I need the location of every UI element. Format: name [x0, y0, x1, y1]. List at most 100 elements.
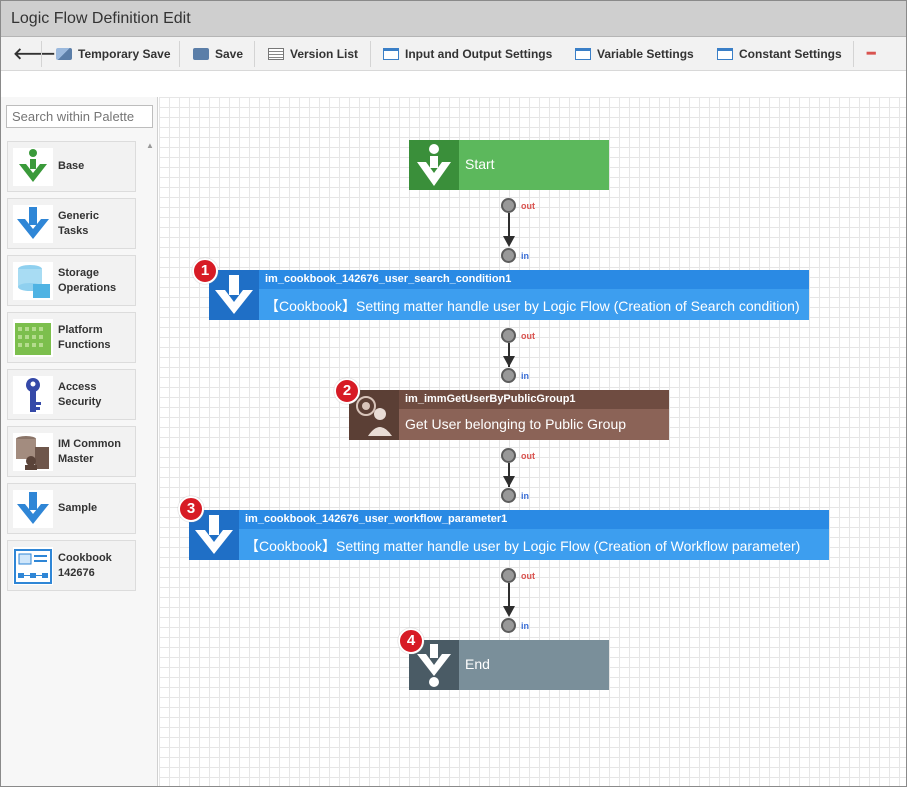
base-icon [13, 148, 53, 186]
task-id: im_cookbook_142676_user_search_condition… [259, 270, 809, 289]
master-icon [13, 433, 53, 471]
platform-icon [13, 319, 53, 357]
temporary-save-icon [56, 47, 72, 60]
task-label: 【Cookbook】Setting matter handle user by … [245, 538, 801, 554]
save-icon [193, 47, 209, 60]
palette-item-im-common-master[interactable]: IM Common Master [7, 426, 136, 477]
title-bar: Logic Flow Definition Edit [1, 1, 906, 37]
flow-canvas[interactable]: Start out in im_cookbook_142676_user_sea… [159, 97, 906, 786]
temporary-save-button[interactable]: Temporary Save [56, 37, 171, 70]
io-settings-button[interactable]: Input and Output Settings [383, 37, 552, 70]
arrow-down-icon [503, 356, 515, 367]
key-icon [13, 376, 53, 414]
toolbar-divider [41, 41, 42, 67]
out-port[interactable] [501, 448, 516, 463]
task-node-workflow-parameter[interactable]: im_cookbook_142676_user_workflow_paramet… [189, 510, 829, 560]
step-badge: 4 [398, 628, 424, 654]
sample-icon [13, 490, 53, 528]
palette-item-label: Generic Tasks [58, 209, 99, 237]
end-label: End [465, 656, 490, 672]
in-port[interactable] [501, 488, 516, 503]
toolbar: 🡐 Temporary Save Save Version List Input… [1, 37, 906, 71]
task-id: im_cookbook_142676_user_workflow_paramet… [239, 510, 829, 529]
toolbar-divider [370, 41, 371, 67]
palette-item-label: Sample [58, 502, 98, 514]
palette-item-platform[interactable]: Platform Functions [7, 312, 136, 363]
variable-settings-button[interactable]: Variable Settings [575, 37, 694, 70]
palette-item-label: IM Common Master [58, 437, 121, 465]
constant-settings-button[interactable]: Constant Settings [717, 37, 842, 70]
task-label: 【Cookbook】Setting matter handle user by … [265, 298, 800, 314]
start-icon [409, 140, 459, 190]
arrow-down-icon [503, 606, 515, 617]
palette-item-label: Cookbook 142676 [58, 551, 112, 579]
in-port[interactable] [501, 248, 516, 263]
end-node[interactable]: End [409, 640, 609, 690]
start-label: Start [465, 156, 495, 172]
save-label: Save [215, 46, 244, 61]
out-port[interactable] [501, 568, 516, 583]
connector-line [508, 583, 510, 607]
task-id: im_immGetUserByPublicGroup1 [399, 390, 669, 409]
arrow-down-icon [503, 236, 515, 247]
window-icon [717, 47, 733, 60]
out-port-label: out [521, 571, 535, 581]
scroll-up-icon[interactable]: ▲ [146, 141, 154, 150]
out-port-label: out [521, 331, 535, 341]
toolbar-divider [254, 41, 255, 67]
palette-item-access-security[interactable]: Access Security [7, 369, 136, 420]
task-label: Get User belonging to Public Group [405, 416, 627, 432]
task-arrow-icon [209, 270, 259, 320]
connector-line [508, 463, 510, 487]
start-node[interactable]: Start [409, 140, 609, 190]
window-title: Logic Flow Definition Edit [11, 10, 191, 27]
variable-settings-label: Variable Settings [597, 46, 694, 61]
toolbar-divider [179, 41, 180, 67]
palette-item-storage[interactable]: Storage Operations [7, 255, 136, 306]
back-arrow-icon: 🡐 [13, 46, 56, 63]
io-settings-label: Input and Output Settings [405, 46, 553, 61]
in-port-label: in [521, 251, 529, 261]
palette-item-cookbook[interactable]: Cookbook 142676 [7, 540, 136, 591]
temporary-save-label: Temporary Save [78, 46, 171, 61]
minus-icon: ━ [867, 45, 876, 61]
in-port-label: in [521, 621, 529, 631]
palette-sidebar: ▲ Base Generic Tasks Storage Operations … [1, 97, 158, 786]
version-list-label: Version List [290, 46, 359, 61]
constant-settings-label: Constant Settings [739, 46, 842, 61]
version-list-button[interactable]: Version List [268, 37, 358, 70]
connector-line [508, 343, 510, 367]
storage-icon [13, 262, 53, 300]
window-icon [575, 47, 591, 60]
close-button[interactable]: ━ [867, 37, 875, 70]
out-port[interactable] [501, 198, 516, 213]
step-badge: 1 [192, 258, 218, 284]
task-node-get-user[interactable]: im_immGetUserByPublicGroup1 Get User bel… [349, 390, 669, 440]
arrow-down-icon [503, 476, 515, 487]
connector-line [508, 213, 510, 237]
task-node-search-condition[interactable]: im_cookbook_142676_user_search_condition… [209, 270, 809, 320]
in-port[interactable] [501, 618, 516, 633]
in-port-label: in [521, 491, 529, 501]
palette-item-base[interactable]: Base [7, 141, 136, 192]
palette-item-label: Access Security [58, 380, 102, 408]
back-button[interactable]: 🡐 [13, 37, 56, 70]
toolbar-divider [853, 41, 854, 67]
palette-item-generic-tasks[interactable]: Generic Tasks [7, 198, 136, 249]
generic-tasks-icon [13, 205, 53, 243]
palette-item-label: Storage Operations [58, 266, 117, 294]
palette-item-label: Platform Functions [58, 323, 111, 351]
version-list-icon [268, 47, 284, 60]
in-port-label: in [521, 371, 529, 381]
window-icon [383, 47, 399, 60]
cookbook-icon [13, 547, 53, 585]
step-badge: 2 [334, 378, 360, 404]
palette-item-label: Base [58, 160, 85, 172]
step-badge: 3 [178, 496, 204, 522]
save-button[interactable]: Save [193, 37, 243, 70]
palette-item-sample[interactable]: Sample [7, 483, 136, 534]
out-port-label: out [521, 201, 535, 211]
in-port[interactable] [501, 368, 516, 383]
palette-search-input[interactable] [6, 105, 153, 128]
out-port[interactable] [501, 328, 516, 343]
